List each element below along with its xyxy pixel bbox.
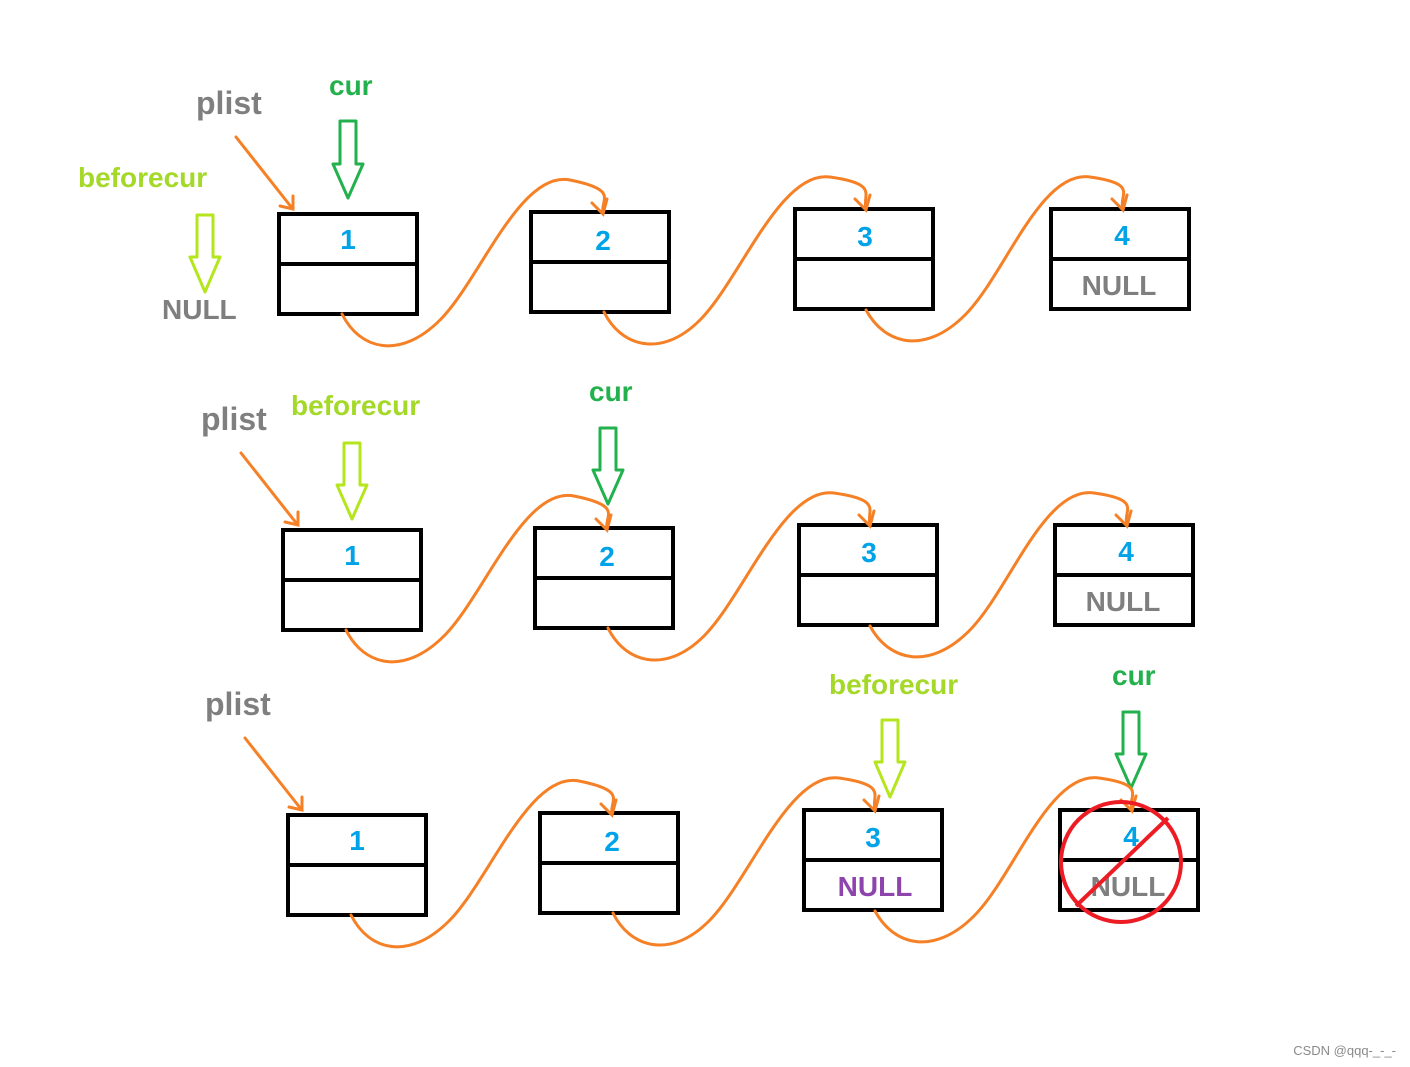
- link-arrow-icon: [602, 175, 872, 346]
- plist-arrow-icon: [243, 736, 304, 812]
- beforecur-pointer-icon: [188, 213, 222, 294]
- watermark: CSDN @qqq-_-_-: [1293, 1043, 1396, 1058]
- node-value: 2: [595, 225, 611, 256]
- row-2: plist beforecur cur 1 2 3 4 NULL: [201, 376, 1195, 664]
- plist-label: plist: [196, 85, 262, 121]
- beforecur-null-text: NULL: [162, 294, 237, 325]
- cur-label: cur: [589, 376, 633, 407]
- beforecur-label: beforecur: [829, 669, 958, 700]
- node-value: 2: [599, 541, 615, 572]
- cur-pointer-icon: [331, 119, 365, 200]
- node-value: 1: [344, 540, 360, 571]
- row-3: plist beforecur cur 1 2 3 NULL 4: [205, 660, 1200, 949]
- node-value: 2: [604, 826, 620, 857]
- node-value: 1: [349, 825, 365, 856]
- beforecur-pointer-icon: [873, 718, 907, 799]
- node-value: 4: [1118, 536, 1134, 567]
- list-node-2: 2: [529, 210, 671, 314]
- cur-pointer-icon: [591, 426, 625, 506]
- node-next-null: NULL: [1091, 871, 1166, 902]
- plist-arrow-icon: [234, 135, 295, 211]
- list-node-2: 2: [538, 811, 680, 915]
- list-node-3: 3 NULL: [802, 808, 944, 912]
- cur-label: cur: [329, 70, 373, 101]
- row-1: plist cur beforecur NULL 1 2 3: [78, 70, 1191, 348]
- node-value: 3: [857, 221, 873, 252]
- node-next-null: NULL: [1082, 270, 1157, 301]
- node-value: 3: [865, 822, 881, 853]
- list-node-1: 1: [281, 528, 423, 632]
- beforecur-label: beforecur: [78, 162, 207, 193]
- list-node-2: 2: [533, 526, 675, 630]
- list-node-1: 1: [286, 813, 428, 917]
- list-node-4: 4 NULL: [1049, 207, 1191, 311]
- cur-pointer-icon: [1114, 710, 1148, 790]
- list-node-3: 3: [797, 523, 939, 627]
- link-arrow-icon: [344, 494, 613, 664]
- cur-label: cur: [1112, 660, 1156, 691]
- list-node-1: 1: [277, 212, 419, 316]
- beforecur-label: beforecur: [291, 390, 420, 421]
- plist-label: plist: [201, 401, 267, 437]
- node-value: 4: [1123, 821, 1139, 852]
- node-next-null: NULL: [838, 871, 913, 902]
- link-arrow-icon: [340, 178, 609, 348]
- link-arrow-icon: [864, 175, 1129, 343]
- node-value: 4: [1114, 220, 1130, 251]
- node-value: 3: [861, 537, 877, 568]
- link-arrow-icon: [868, 491, 1133, 659]
- link-arrow-icon: [611, 776, 881, 947]
- list-node-3: 3: [793, 207, 935, 311]
- link-arrow-icon: [606, 491, 876, 662]
- link-arrow-icon: [349, 779, 618, 949]
- plist-label: plist: [205, 686, 271, 722]
- list-node-4-deleted: 4 NULL: [1058, 808, 1200, 912]
- plist-arrow-icon: [239, 451, 300, 527]
- node-next-null: NULL: [1086, 586, 1161, 617]
- node-value: 1: [340, 224, 356, 255]
- delete-mark-icon: [1059, 800, 1183, 924]
- list-node-4: 4 NULL: [1053, 523, 1195, 627]
- beforecur-pointer-icon: [335, 441, 369, 521]
